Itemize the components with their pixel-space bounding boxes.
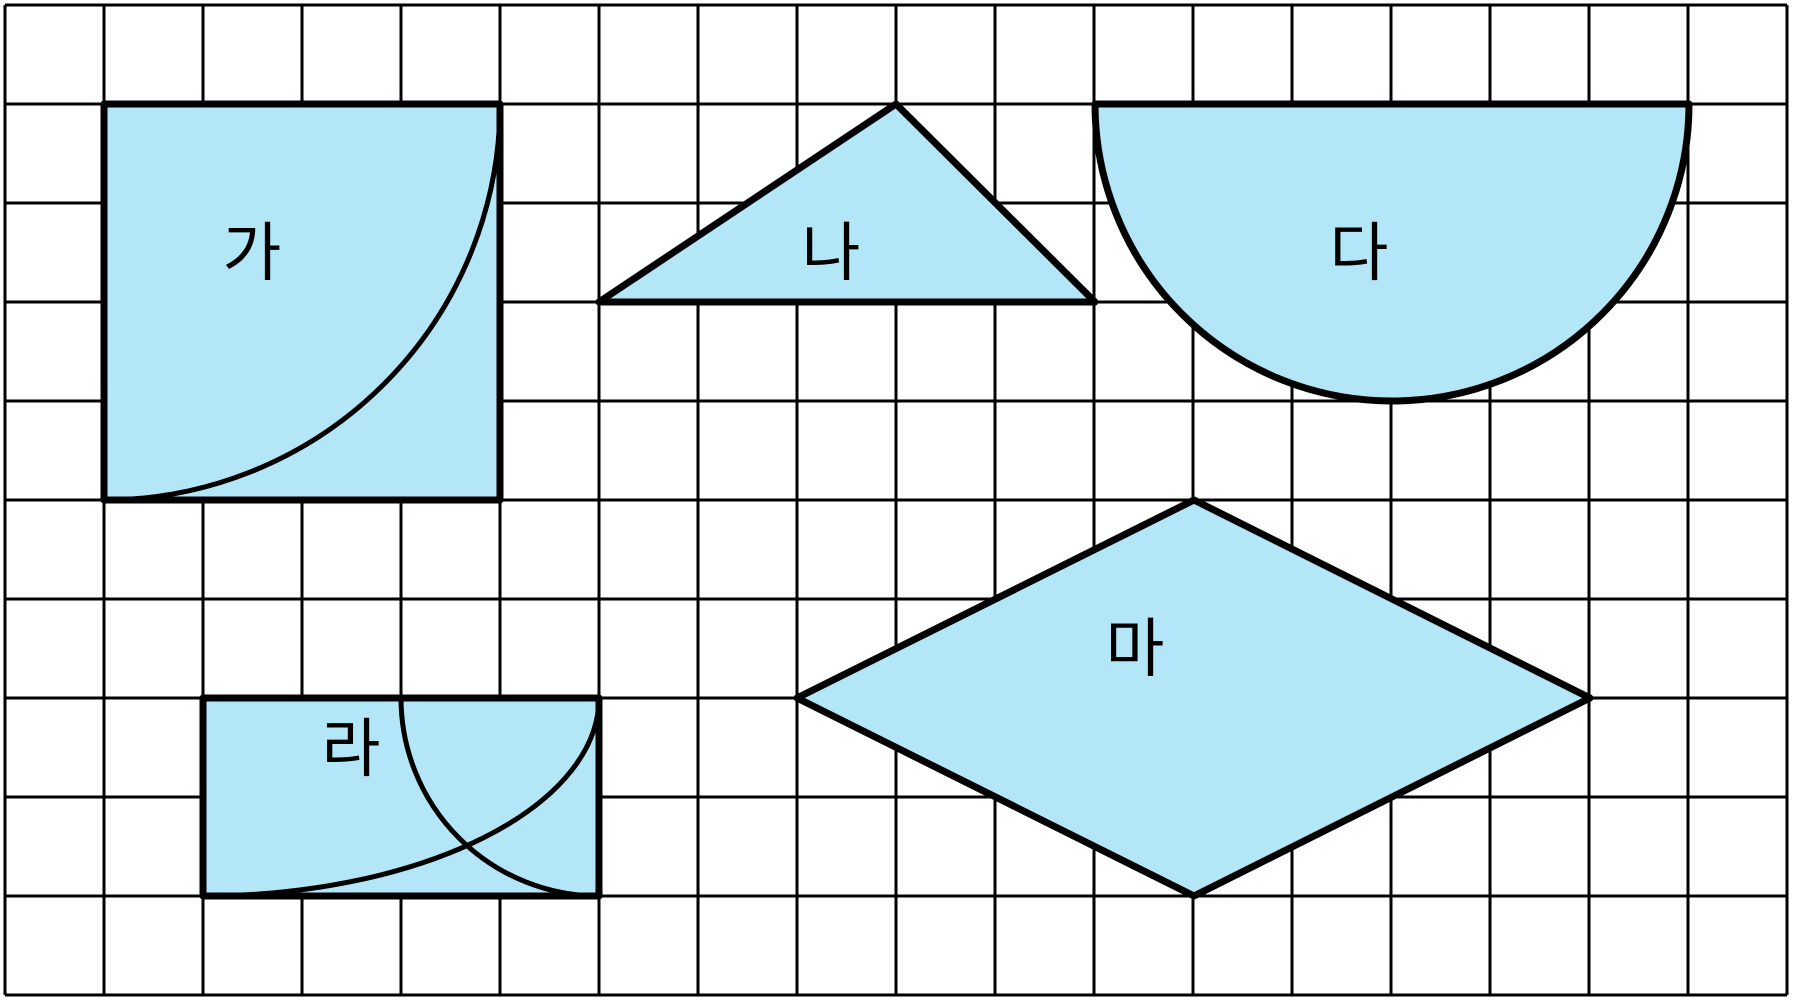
shape-ma-rhombus xyxy=(793,496,1594,900)
shape-ga-square xyxy=(100,100,504,504)
shape-na: 나 xyxy=(595,100,1099,306)
shape-na-triangle xyxy=(595,100,1099,306)
shape-da: 다 xyxy=(1091,100,1693,405)
shape-ra-label: 라 xyxy=(322,713,381,787)
shape-ga-label: 가 xyxy=(223,217,282,291)
shape-da-label: 다 xyxy=(1330,217,1389,291)
shape-ra: 라 xyxy=(199,694,603,900)
shape-ra-rectangle xyxy=(199,694,603,900)
shape-ma-label: 마 xyxy=(1106,613,1165,687)
shape-da-semicircle xyxy=(1091,100,1693,405)
shape-ra-arc-small xyxy=(398,695,602,899)
shape-ma: 마 xyxy=(793,496,1594,900)
shape-ra-arc-large xyxy=(200,695,602,899)
shape-na-label: 나 xyxy=(802,217,861,291)
shape-ga-arc xyxy=(101,101,503,503)
shape-ga: 가 xyxy=(100,100,504,504)
